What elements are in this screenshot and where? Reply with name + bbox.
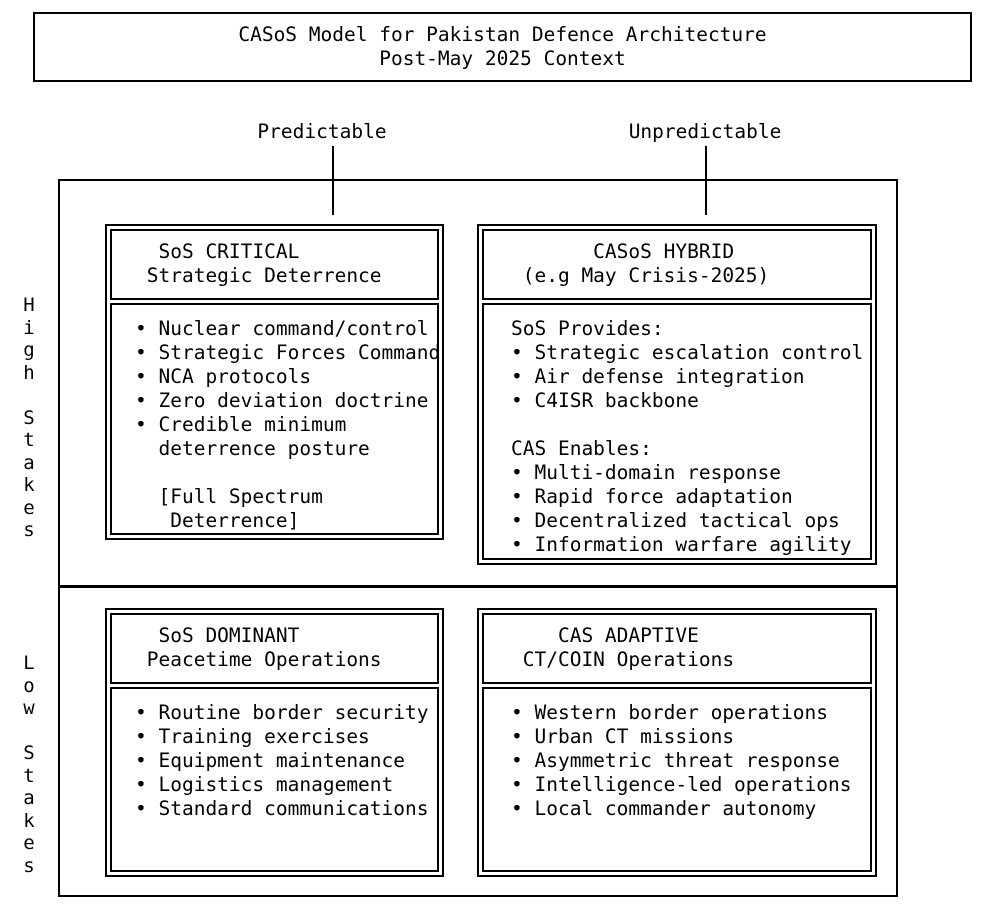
quadrant-sos-dominant: SoS DOMINANT Peacetime Operations • Rout… [105, 608, 444, 877]
quadrant-cas-adaptive: CAS ADAPTIVE CT/COIN Operations • Wester… [477, 608, 877, 877]
quadrant-sos-critical-body: • Nuclear command/control • Strategic Fo… [110, 303, 439, 535]
row-label-high-stakes: H i g h S t a k e s [23, 294, 35, 541]
quadrant-casos-hybrid-header: CASoS HYBRID (e.g May Crisis-2025) [482, 229, 872, 300]
row-label-low-stakes: L o w S t a k e s [23, 652, 35, 877]
matrix-outer-box [58, 179, 898, 897]
stakes-divider-line [58, 585, 898, 588]
quadrant-cas-adaptive-body: • Western border operations • Urban CT m… [482, 687, 872, 872]
column-label-unpredictable: Unpredictable [628, 120, 782, 143]
quadrant-sos-dominant-body: • Routine border security • Training exe… [110, 687, 439, 872]
quadrant-sos-dominant-header: SoS DOMINANT Peacetime Operations [110, 613, 439, 684]
quadrant-cas-adaptive-header: CAS ADAPTIVE CT/COIN Operations [482, 613, 872, 684]
title-box: CASoS Model for Pakistan Defence Archite… [33, 12, 972, 82]
quadrant-sos-critical-header: SoS CRITICAL Strategic Deterrence [110, 229, 439, 300]
column-label-predictable: Predictable [257, 120, 387, 143]
title-line-2: Post-May 2025 Context [379, 47, 626, 70]
quadrant-sos-critical: SoS CRITICAL Strategic Deterrence • Nucl… [105, 224, 444, 540]
quadrant-casos-hybrid-body: SoS Provides: • Strategic escalation con… [482, 303, 872, 560]
title-line-1: CASoS Model for Pakistan Defence Archite… [238, 23, 767, 46]
quadrant-casos-hybrid: CASoS HYBRID (e.g May Crisis-2025) SoS P… [477, 224, 877, 565]
